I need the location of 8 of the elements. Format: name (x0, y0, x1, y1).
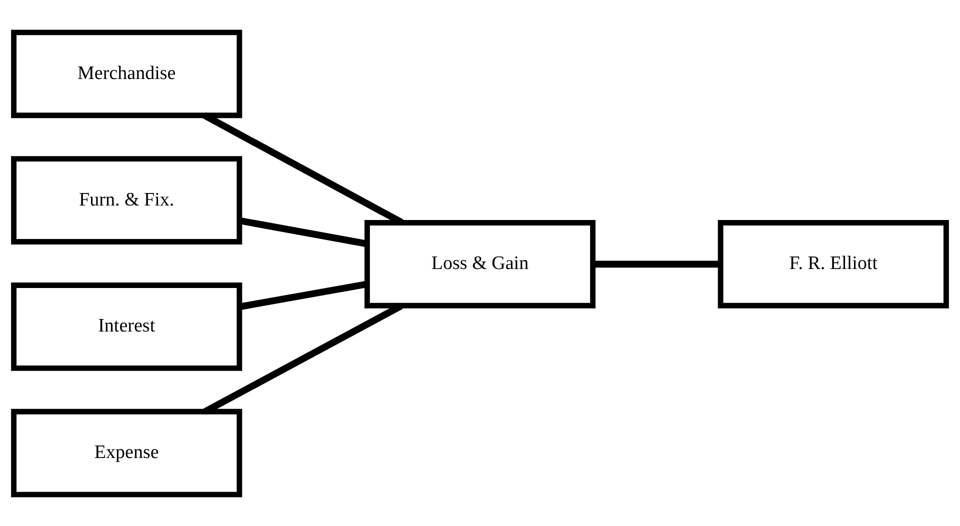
node-box: Interest (11, 282, 242, 370)
node-box: Expense (11, 408, 242, 497)
node-box: F. R. Elliott (718, 220, 949, 308)
connector (593, 260, 721, 268)
connector (203, 302, 403, 414)
node-box: Loss & Gain (364, 220, 596, 308)
node-box: Furn. & Fix. (11, 156, 242, 244)
node-box: Merchandise (11, 29, 242, 118)
